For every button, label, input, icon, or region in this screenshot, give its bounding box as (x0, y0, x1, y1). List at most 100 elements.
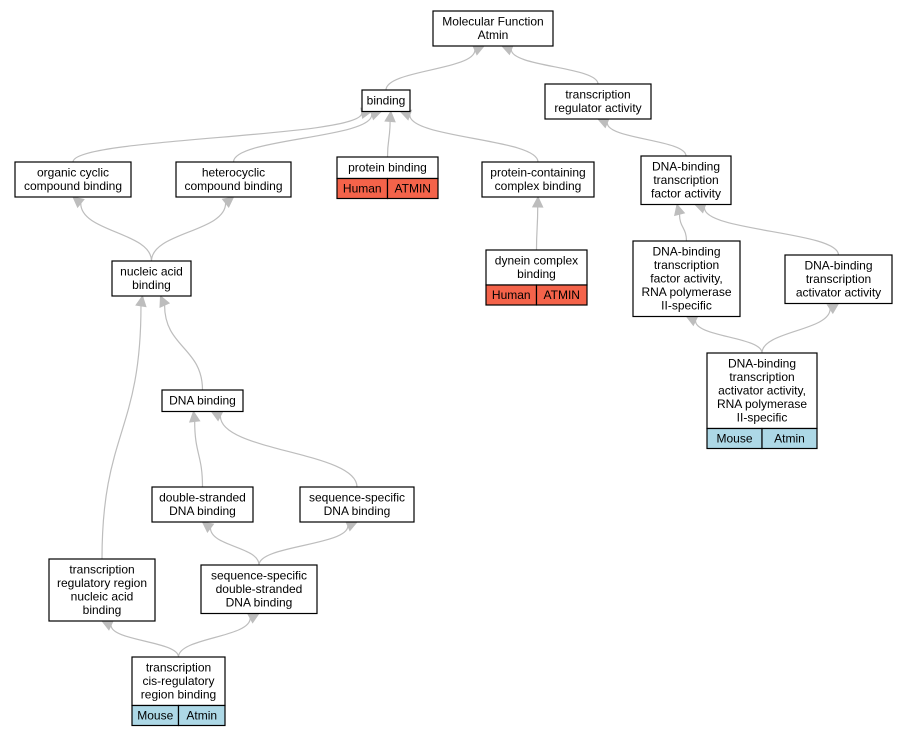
annotation-gene-cell[interactable]: Atmin (177, 704, 226, 727)
node-label-line: DNA-binding (728, 357, 796, 371)
arrowhead (201, 521, 215, 533)
arrowhead (531, 195, 544, 208)
node-label-line: protein binding (348, 161, 427, 175)
node-label-line: sequence-specific (309, 491, 405, 505)
arrowhead (135, 294, 147, 308)
annotation-cell-label: Mouse (716, 432, 752, 446)
node-box (544, 83, 652, 120)
node-label-line: dynein complex (495, 254, 578, 268)
edge-line (72, 112, 363, 163)
node-box (14, 161, 132, 198)
go-term-node-dna[interactable]: DNA binding (161, 389, 244, 413)
node-label-line: factor activity, (650, 272, 722, 286)
edge-dynein-to-pcomplex (531, 195, 544, 251)
edge-line (409, 114, 539, 163)
edge-line (258, 525, 349, 566)
edge-trr-to-nucleic (101, 294, 147, 560)
annotation-cell-bg (761, 427, 818, 450)
annotation-cell-bg (535, 284, 588, 306)
edge-pcomplex-to-binding (399, 109, 539, 163)
node-box (111, 260, 192, 297)
node-box (151, 486, 254, 523)
node-box (481, 161, 595, 198)
edge-line (535, 206, 539, 251)
node-box (706, 352, 818, 430)
node-label-line: compound binding (24, 179, 122, 193)
annotation-gene-cell[interactable]: Atmin (761, 427, 818, 450)
node-label-line: DNA-binding (652, 245, 720, 259)
annotation-cell-label: Human (492, 288, 531, 302)
edge-hetero-to-binding (232, 109, 383, 163)
edge-line (177, 618, 251, 658)
node-label-line: DNA binding (324, 504, 391, 518)
node-label-line: organic cyclic (37, 166, 109, 180)
edge-line (209, 527, 260, 566)
node-box (161, 389, 244, 413)
annotation-species-cell[interactable]: Human (336, 177, 389, 200)
node-label-line: transcription (729, 370, 794, 384)
edge-nucleic-to-organic (72, 196, 153, 262)
edge-dbtaa_rna-to-dbtaa (761, 302, 840, 354)
node-box (361, 89, 411, 113)
arrowhead (674, 203, 686, 217)
edge-line (80, 203, 153, 262)
node-box (784, 254, 893, 305)
edge-line (150, 203, 227, 262)
arrowhead (384, 110, 396, 123)
node-label-line: Atmin (478, 28, 509, 42)
annotation-gene-cell[interactable]: ATMIN (386, 177, 439, 200)
annotation-species-cell[interactable]: Mouse (706, 427, 763, 450)
annotation-cell-label: Atmin (774, 432, 805, 446)
annotation-cell-label: ATMIN (544, 288, 580, 302)
node-label-line: binding (517, 267, 556, 281)
node-label-line: sequence-specific (211, 569, 307, 583)
edge-line (101, 305, 142, 560)
node-box (299, 486, 415, 523)
node-box (432, 10, 554, 47)
annotation-species-cell[interactable]: Human (485, 284, 538, 306)
node-label-line: double-stranded (216, 582, 303, 596)
annotation-species-cell[interactable]: Mouse (131, 704, 180, 727)
node-label-line: RNA polymerase (641, 285, 731, 299)
edge-line (761, 308, 831, 354)
arrowhead (159, 294, 171, 308)
node-label-line: activator activity, (718, 384, 806, 398)
node-label-line: nucleic acid (71, 590, 134, 604)
node-box (640, 155, 732, 206)
edge-tra-to-mf (500, 44, 599, 85)
node-label-line: binding (367, 94, 406, 108)
edge-line (678, 214, 688, 242)
annotation-gene-cell[interactable]: ATMIN (535, 284, 588, 306)
node-label-line: complex binding (495, 179, 582, 193)
node-label-line: region binding (141, 688, 216, 702)
edge-line (510, 49, 599, 85)
node-label-line: transcription (806, 272, 871, 286)
node-label-line: binding (132, 278, 171, 292)
node-box (485, 249, 588, 286)
node-label-line: binding (83, 603, 122, 617)
node-label-line: cis-regulatory (142, 674, 214, 688)
annotation-cell-label: Mouse (137, 709, 173, 723)
annotation-cell-label: Human (343, 182, 382, 196)
node-label-line: RNA polymerase (717, 397, 807, 411)
go-term-node-binding[interactable]: binding (361, 89, 411, 113)
